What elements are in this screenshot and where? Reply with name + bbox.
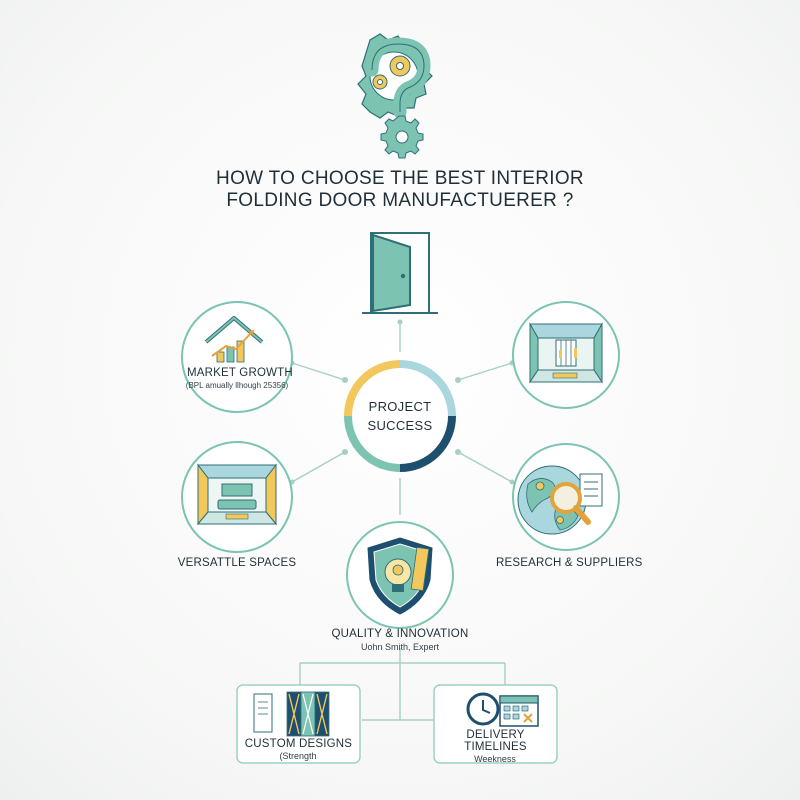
versatile-spaces-node: [181, 441, 293, 553]
market-growth-sub: (BPL amually llhough 25356): [185, 381, 289, 390]
quality-innovation-node: [346, 521, 454, 629]
versatile-spaces-label: VERSATTLE SPACES: [177, 557, 297, 569]
showroom-node: [512, 301, 620, 409]
question-gears-icon: [357, 33, 433, 159]
living-room-icon: [196, 463, 278, 526]
page-title-line2: FOLDING DOOR MANUFACTUERER ?: [226, 190, 574, 211]
delivery-timelines-sub: Weekness: [474, 754, 516, 764]
showroom-interior-icon: [529, 322, 603, 384]
center-label-line2: SUCCESS: [367, 418, 433, 433]
custom-designs-box: [236, 684, 361, 764]
globe-magnifier-icon: [517, 465, 603, 535]
delivery-timelines-box: [433, 684, 558, 764]
research-suppliers-node: [512, 443, 620, 551]
house-growth-chart-icon: [204, 316, 264, 363]
center-label-line1: PROJECT: [368, 399, 432, 414]
research-suppliers-label: RESEARCH & SUPPLIERS: [496, 557, 643, 569]
market-growth-label: MARKET GROWTH: [187, 367, 293, 379]
clock-calendar-icon: [466, 692, 539, 727]
delivery-timelines-label-line2: TIMELINES: [464, 741, 527, 753]
door-panels-icon: [253, 691, 330, 737]
door-icon: [362, 232, 438, 314]
quality-innovation-sub: Uohn Smith, Expert: [360, 642, 440, 652]
delivery-timelines-label-line1: DELIVERY: [466, 729, 525, 741]
shield-lightbulb-icon: [367, 537, 433, 615]
quality-innovation-label: QUALITY & INNOVATION: [331, 628, 469, 640]
page-title-line1: HOW TO CHOOSE THE BEST INTERIOR: [216, 168, 584, 189]
connector-lines: [291, 322, 513, 721]
custom-designs-sub: (Strength: [279, 751, 317, 761]
project-success-ring: [344, 360, 456, 472]
market-growth-node: [181, 301, 293, 413]
custom-designs-label: CUSTOM DESIGNS: [244, 738, 353, 750]
